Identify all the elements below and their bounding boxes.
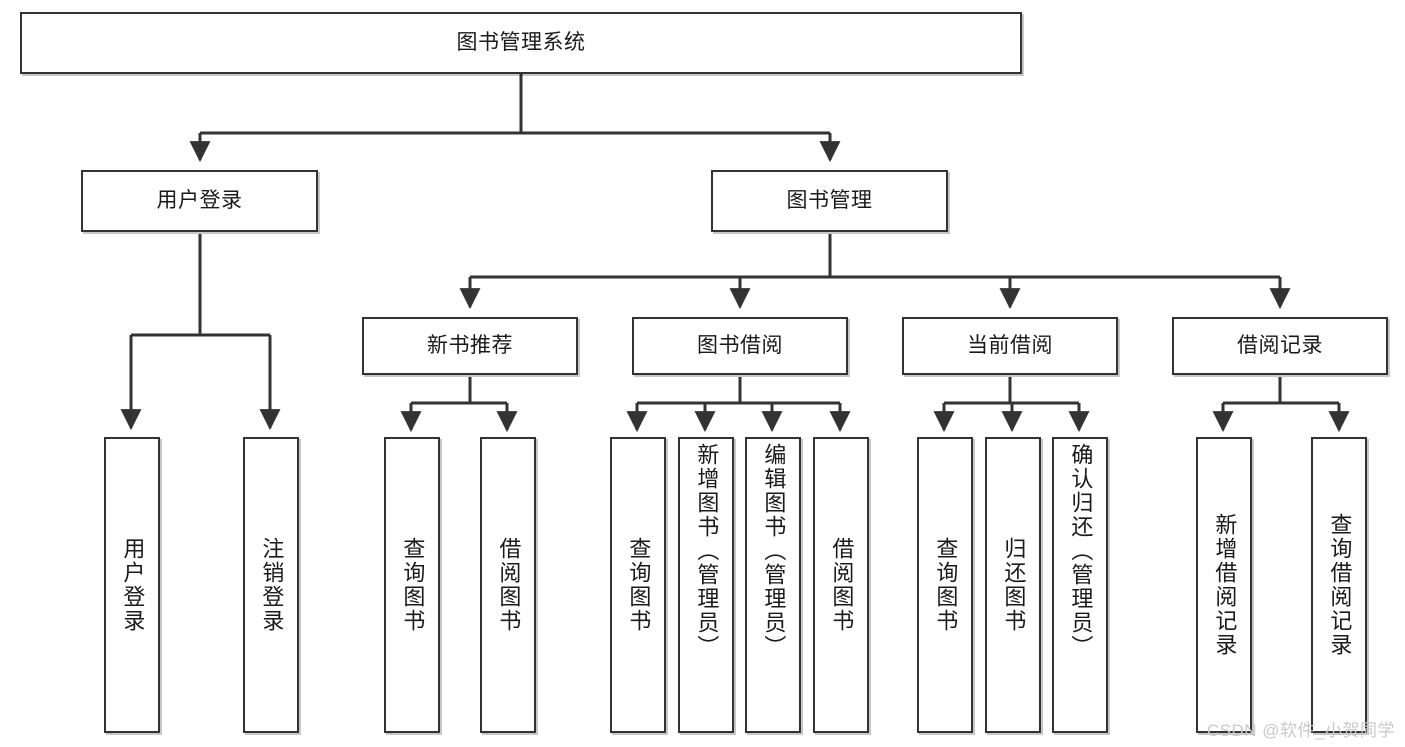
node-leaf-borrow-book-2[interactable]: 借阅图书 [813, 437, 869, 733]
node-root[interactable]: 图书管理系统 [20, 12, 1022, 74]
node-leaf-return-book-label: 归还图书 [1001, 537, 1027, 633]
node-current-borrow[interactable]: 当前借阅 [902, 317, 1118, 375]
node-leaf-confirm-return[interactable]: 确认归还（管理员） [1052, 437, 1108, 733]
node-leaf-borrow-book-1-label: 借阅图书 [496, 537, 522, 633]
node-leaf-borrow-book-2-label: 借阅图书 [829, 537, 855, 633]
node-borrow-record[interactable]: 借阅记录 [1172, 317, 1388, 375]
node-leaf-edit-book[interactable]: 编辑图书（管理员） [745, 437, 801, 733]
node-leaf-confirm-return-label: 确认归还（管理员） [1068, 443, 1094, 659]
node-leaf-add-record-label: 新增借阅记录 [1212, 513, 1238, 657]
node-leaf-add-book-label: 新增图书（管理员） [694, 443, 720, 659]
node-leaf-query-book-1-label: 查询图书 [400, 537, 426, 633]
node-leaf-user-logout-label: 注销登录 [259, 537, 285, 633]
node-leaf-return-book[interactable]: 归还图书 [985, 437, 1041, 733]
node-leaf-query-book-3-label: 查询图书 [933, 537, 959, 633]
node-new-book-rec[interactable]: 新书推荐 [362, 317, 578, 375]
node-user-login[interactable]: 用户登录 [81, 170, 318, 232]
node-leaf-add-record[interactable]: 新增借阅记录 [1196, 437, 1252, 733]
node-leaf-user-logout[interactable]: 注销登录 [243, 437, 299, 733]
node-leaf-user-login-label: 用户登录 [120, 537, 146, 633]
node-leaf-query-record[interactable]: 查询借阅记录 [1311, 437, 1367, 733]
node-leaf-borrow-book-1[interactable]: 借阅图书 [480, 437, 536, 733]
node-borrow-record-label: 借阅记录 [1237, 333, 1323, 357]
node-leaf-query-book-3[interactable]: 查询图书 [917, 437, 973, 733]
node-book-borrow[interactable]: 图书借阅 [632, 317, 848, 375]
node-leaf-query-book-2[interactable]: 查询图书 [610, 437, 666, 733]
node-current-borrow-label: 当前借阅 [967, 333, 1053, 357]
node-user-login-label: 用户登录 [156, 188, 243, 212]
node-root-label: 图书管理系统 [456, 30, 586, 54]
node-leaf-query-record-label: 查询借阅记录 [1327, 513, 1353, 657]
node-leaf-add-book[interactable]: 新增图书（管理员） [678, 437, 734, 733]
node-book-manage[interactable]: 图书管理 [711, 170, 948, 232]
node-book-borrow-label: 图书借阅 [697, 333, 783, 357]
node-leaf-query-book-1[interactable]: 查询图书 [384, 437, 440, 733]
node-leaf-edit-book-label: 编辑图书（管理员） [761, 443, 787, 659]
node-new-book-rec-label: 新书推荐 [427, 333, 513, 357]
node-book-manage-label: 图书管理 [786, 188, 873, 212]
node-leaf-user-login[interactable]: 用户登录 [104, 437, 160, 733]
node-leaf-query-book-2-label: 查询图书 [626, 537, 652, 633]
